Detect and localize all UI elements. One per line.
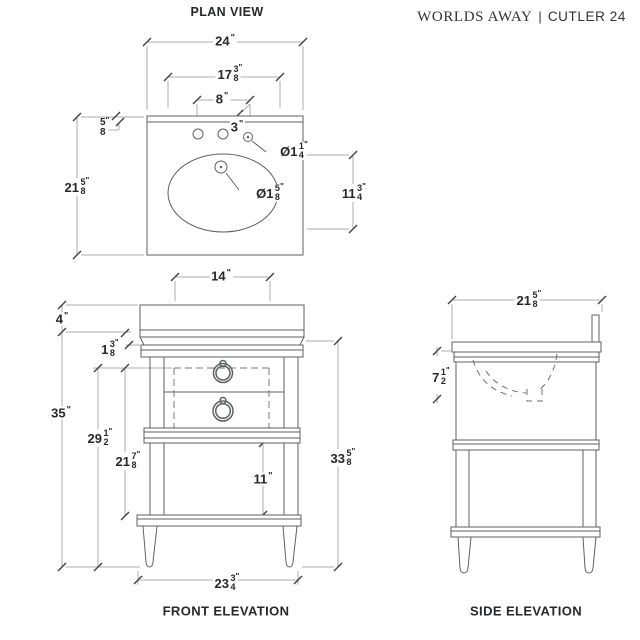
side-elevation-title: SIDE ELEVATION [469,603,583,619]
drain-hole-dot [219,165,223,169]
side-back-leg [582,536,597,574]
faucet-hole-center [217,128,229,140]
mid-rail-band-side [452,439,600,451]
drawer-ring-pulls [212,359,234,422]
dim-plan-overall-depth: 21 5"8 [62,176,90,196]
dim-side-overall-depth: 21 5"8 [514,289,542,309]
front-left-leg [142,525,158,568]
dim-plan-hole-spacing: 3" [229,118,245,135]
ring-pull-bottom-knob [219,396,227,405]
product-model: CUTLER 24 [547,9,626,24]
drain-dia-leader [225,172,240,191]
dim-front-sink-width: 14" [209,267,233,284]
dim-front-counter-height: 35" [49,404,73,421]
front-elevation-drawing [136,304,305,568]
drain-hole [214,160,228,174]
side-elevation-drawing [450,314,602,574]
dim-plan-hole-span: 8" [213,90,231,107]
dim-front-counter-thickness: 1 3"8 [99,338,119,358]
brand-logo: WORLDS AWAY [417,9,533,25]
ring-pull-bottom-inner [214,402,232,420]
dim-plan-overall-width: 24" [213,32,237,49]
dim-front-sink-height: 4" [53,310,71,327]
counter-slab-side [451,341,602,353]
drain-trap [526,387,543,402]
sink-bowl-dashed [472,353,558,402]
side-back-post [582,449,597,528]
sink-top-taper [139,336,305,346]
bottom-shelf-front [136,514,302,527]
dim-plan-edge-thickness: 5"8 [96,117,109,138]
bowl-back-curve [538,353,558,391]
front-elevation-title: FRONT ELEVATION [162,603,290,619]
faucet-dia-leader [251,140,267,153]
side-front-post [455,449,470,528]
faucet-hole-right [243,132,253,142]
bowl-inner-curve [485,370,527,394]
plan-view-title: PLAN VIEW [190,5,264,19]
brand-header: WORLDS AWAY | CUTLER 24 [417,9,626,26]
ring-pull-top-knob [219,359,227,368]
dim-front-cabinet-height: 33 5"8 [328,447,356,467]
side-panel [455,361,597,441]
bowl-front-curve [472,359,513,397]
backsplash [591,314,600,343]
dim-front-shelf-clearance: 11" [251,470,275,487]
ring-pull-bottom [212,400,234,422]
dim-plan-faucet-span: 17 3"8 [215,63,243,83]
faucet-hole-left [192,128,204,140]
sink-top-front [139,304,305,338]
brand-divider: | [538,9,542,24]
mid-rail-molding-lines [144,431,300,439]
dim-front-drawer-to-shelf: 21 7"8 [113,450,141,470]
faucet-hole-right-dot [246,135,250,139]
dim-front-drawer-top-height: 29 1"2 [85,427,113,447]
counter-cap-front [140,344,304,358]
bottom-shelf-side [450,526,601,538]
front-right-leg [282,525,298,568]
mid-rail-band [143,427,301,444]
dim-plan-bowl-length: 11 3"4 [339,182,366,202]
side-front-leg [457,536,472,574]
dim-front-base-width: 23 3"4 [212,572,240,592]
drawer-clearance-dashed-box [173,367,270,441]
side-ticks [432,295,607,404]
dim-side-bowl-depth: 7 1"2 [430,366,450,386]
ring-pull-top [212,362,234,384]
